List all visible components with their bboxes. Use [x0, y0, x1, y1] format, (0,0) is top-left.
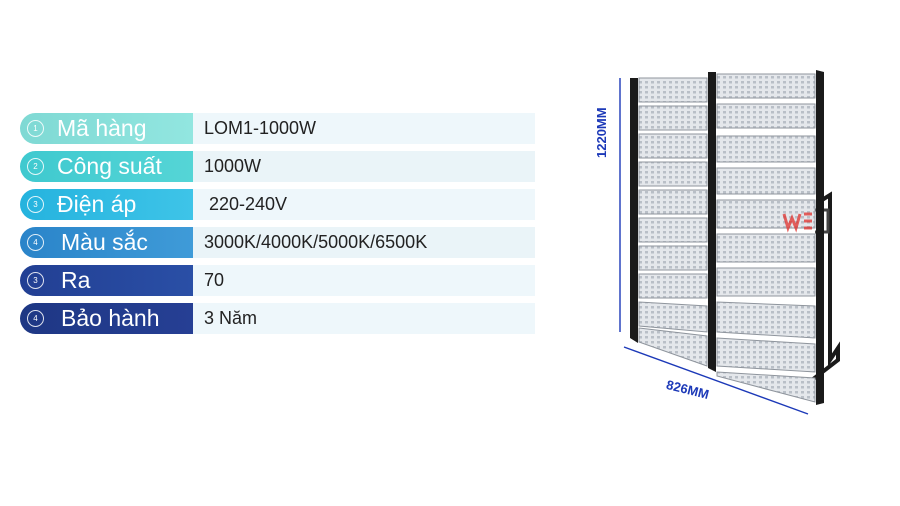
- spec-label: Bảo hành: [61, 305, 160, 331]
- frame-left-rail: [630, 78, 638, 343]
- spec-value: 70: [193, 265, 535, 296]
- left-module-column: [638, 77, 708, 367]
- spec-row-voltage: 3 Điện áp 220-240V: [20, 189, 535, 220]
- spec-value: 1000W: [193, 151, 535, 182]
- spec-label-cell: 3 Điện áp: [20, 189, 193, 220]
- row-number-badge: 4: [27, 234, 44, 251]
- spec-label: Mã hàng: [57, 115, 147, 141]
- spec-label-cell: 1 Mã hàng: [20, 113, 193, 144]
- mounting-bracket: [810, 191, 840, 382]
- row-number-badge: 3: [27, 196, 44, 213]
- brand-logo: [782, 212, 812, 233]
- row-number-badge: 3: [27, 272, 44, 289]
- spec-label: Ra: [61, 267, 91, 293]
- spec-label-cell: 2 Công suất: [20, 151, 193, 182]
- spec-row-color: 4 Màu sắc 3000K/4000K/5000K/6500K: [20, 227, 535, 258]
- spec-label: Công suất: [57, 153, 162, 179]
- product-figure: 1220MM 826MM: [590, 60, 850, 420]
- row-number-badge: 1: [27, 120, 44, 137]
- frame-center-rail: [708, 72, 716, 372]
- frame-right-rail: [816, 70, 824, 405]
- right-module-column: [716, 73, 816, 403]
- spec-label: Điện áp: [57, 191, 137, 217]
- spec-row-power: 2 Công suất 1000W: [20, 151, 535, 182]
- spec-row-warranty: 4 Bảo hành 3 Năm: [20, 303, 535, 334]
- height-dimension-label: 1220MM: [594, 107, 609, 158]
- spec-row-ra: 3 Ra 70: [20, 265, 535, 296]
- spec-value: 220-240V: [193, 189, 535, 220]
- row-number-badge: 2: [27, 158, 44, 175]
- spec-label-cell: 3 Ra: [20, 265, 193, 296]
- row-number-badge: 4: [27, 310, 44, 327]
- spec-row-product-code: 1 Mã hàng LOM1-1000W: [20, 113, 535, 144]
- spec-table: 1 Mã hàng LOM1-1000W 2 Công suất 1000W 3…: [20, 113, 535, 341]
- spec-value: LOM1-1000W: [193, 113, 535, 144]
- floodlight-image: [619, 70, 840, 415]
- width-dimension-line: [623, 346, 809, 415]
- spec-label-cell: 4 Bảo hành: [20, 303, 193, 334]
- spec-value: 3 Năm: [193, 303, 535, 334]
- spec-label: Màu sắc: [61, 229, 148, 255]
- spec-label-cell: 4 Màu sắc: [20, 227, 193, 258]
- spec-value: 3000K/4000K/5000K/6500K: [193, 227, 535, 258]
